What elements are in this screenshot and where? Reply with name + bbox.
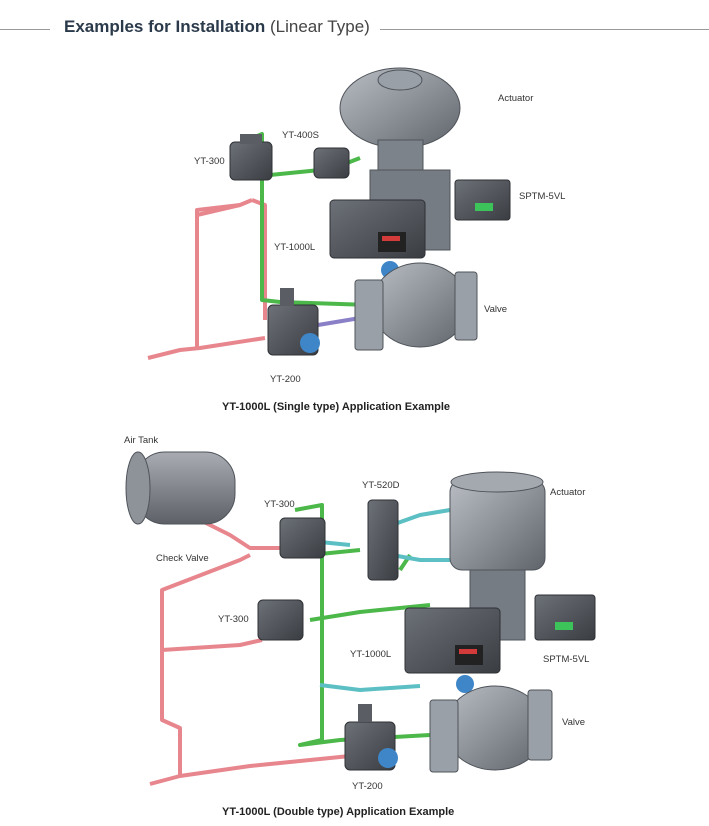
- label-yt200: YT-200: [270, 374, 301, 385]
- section-title-sub: (Linear Type): [269, 17, 370, 36]
- label-sptm-double: SPTM-5VL: [543, 654, 589, 665]
- caption-single: YT-1000L (Single type) Application Examp…: [222, 401, 451, 413]
- label-check-valve: Check Valve: [156, 553, 209, 564]
- label-yt520d: YT-520D: [362, 480, 400, 491]
- label-yt400s: YT-400S: [282, 130, 319, 141]
- label-yt1000l: YT-1000L: [274, 242, 315, 253]
- label-yt300-mid: YT-300: [218, 614, 249, 625]
- regulator-yt200-double: [344, 704, 398, 771]
- label-valve: Valve: [484, 304, 507, 315]
- caption-double: YT-1000L (Double type) Application Examp…: [222, 806, 455, 818]
- label-valve-double: Valve: [562, 717, 585, 728]
- section-title: Examples for Installation (Linear Type): [64, 17, 370, 37]
- label-actuator-double: Actuator: [550, 487, 585, 498]
- sptm-transmitter-double: [534, 594, 596, 641]
- header-rule-right: [380, 29, 709, 30]
- relay-yt400s: [313, 147, 350, 179]
- single-type-diagram: Actuator YT-400S YT-300 SPTM-5VL YT-1000…: [147, 67, 565, 385]
- signal-line-purple: [317, 316, 361, 327]
- regulator-yt200: [267, 288, 320, 356]
- label-yt200-double: YT-200: [352, 781, 383, 792]
- double-type-diagram: Air Tank YT-520D Actuator YT-300 Check V…: [124, 435, 596, 792]
- actuator-double: [449, 471, 546, 641]
- booster-yt300: [229, 134, 273, 181]
- control-valve-double: [429, 685, 553, 773]
- label-actuator: Actuator: [498, 93, 533, 104]
- sptm-transmitter: [454, 179, 511, 221]
- label-yt300: YT-300: [194, 156, 225, 167]
- positioner-yt1000l-double: [404, 607, 501, 693]
- label-air-tank: Air Tank: [124, 435, 158, 446]
- positioner-yt1000l: [329, 199, 426, 279]
- label-sptm: SPTM-5VL: [519, 191, 565, 202]
- booster-yt300-top: [279, 517, 326, 559]
- label-yt1000l-double: YT-1000L: [350, 649, 391, 660]
- section-title-main: Examples for Installation: [64, 17, 266, 36]
- yt520d: [367, 499, 399, 581]
- air-tank: [125, 451, 236, 525]
- label-yt300-top: YT-300: [264, 499, 295, 510]
- supply-piping: [147, 198, 267, 360]
- booster-yt300-mid: [257, 599, 304, 641]
- section-header: Examples for Installation (Linear Type): [0, 14, 709, 44]
- control-valve: [354, 262, 478, 351]
- header-rule-left: [0, 29, 50, 30]
